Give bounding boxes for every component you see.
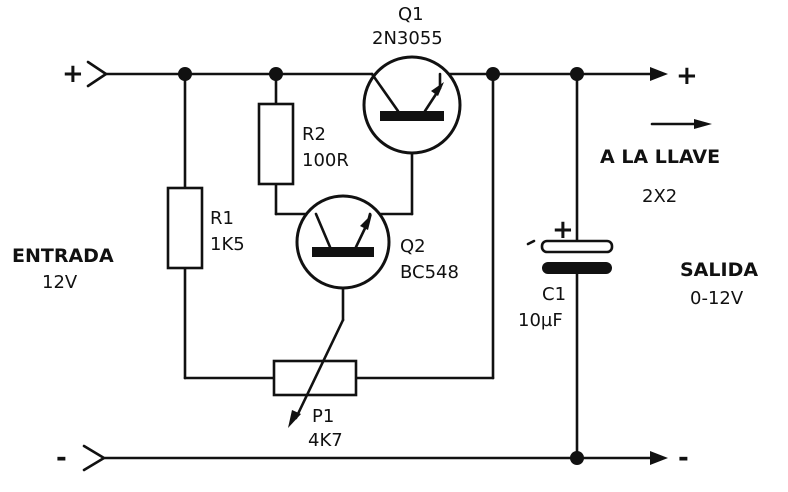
- r2-ref-label: R2: [302, 124, 326, 145]
- p1-ref-label: P1: [312, 406, 334, 427]
- input-minus-label: -: [56, 443, 67, 473]
- capacitor-c1-plate-bottom: [542, 262, 612, 274]
- output-title-label: SALIDA: [680, 259, 758, 281]
- pot-wiper-arrow: [288, 410, 301, 428]
- output-minus-arrow: [650, 451, 668, 465]
- c1-value-label: 10µF: [518, 310, 563, 331]
- capacitor-c1-plate-top: [540, 239, 614, 254]
- input-voltage-label: 12V: [42, 272, 78, 293]
- q1-part-label: 2N3055: [372, 28, 443, 49]
- input-plus-terminal: [86, 60, 108, 88]
- q1-ref-label: Q1: [398, 4, 424, 25]
- output-minus-label: -: [678, 443, 689, 473]
- transistor-q1: [362, 55, 462, 155]
- junction-emitter: [486, 67, 500, 81]
- cap-tilde-mark: [526, 239, 536, 246]
- c1-polarity-label: +: [552, 215, 574, 245]
- output-range-label: 0-12V: [690, 288, 744, 309]
- resistor-r2: [257, 102, 295, 186]
- input-title-label: ENTRADA: [12, 245, 114, 267]
- junction-r1-top: [178, 67, 192, 81]
- input-plus-label: +: [62, 59, 84, 89]
- junction-cap-bottom: [570, 451, 584, 465]
- junction-cap-top: [570, 67, 584, 81]
- q2-ref-label: Q2: [400, 236, 426, 257]
- r1-value-label: 1K5: [210, 234, 245, 255]
- key-arrow-head: [694, 119, 712, 129]
- input-minus-terminal: [82, 444, 106, 472]
- p1-value-label: 4K7: [308, 430, 343, 451]
- output-plus-label: +: [676, 61, 698, 91]
- output-plus-arrow: [650, 67, 668, 81]
- r2-value-label: 100R: [302, 150, 349, 171]
- c1-ref-label: C1: [542, 284, 566, 305]
- to-key-label: A LA LLAVE: [600, 146, 720, 168]
- r1-ref-label: R1: [210, 208, 234, 229]
- q2-part-label: BC548: [400, 262, 459, 283]
- resistor-r1: [166, 186, 204, 270]
- transistor-q2: [295, 194, 391, 290]
- key-type-label: 2X2: [642, 186, 677, 207]
- junction-r2-top: [269, 67, 283, 81]
- pot-wiper-line: [294, 318, 345, 420]
- potentiometer-p1: [272, 359, 358, 397]
